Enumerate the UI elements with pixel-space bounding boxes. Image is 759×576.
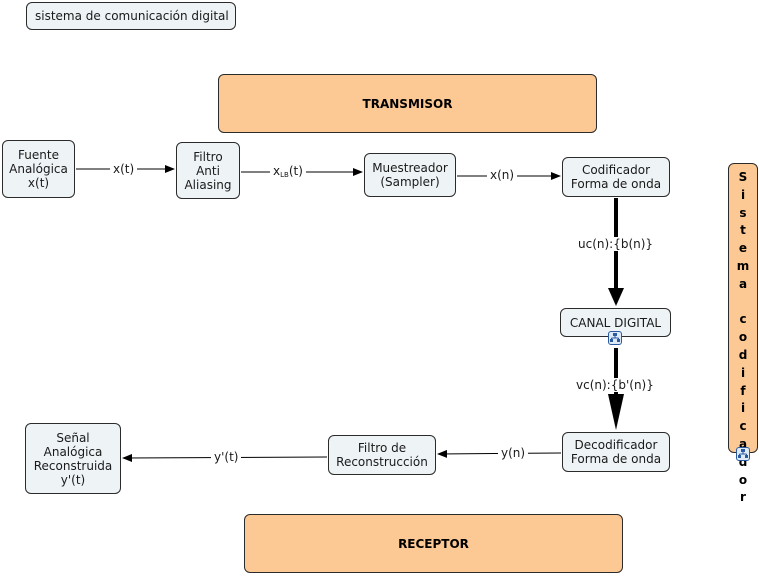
- node-waveform-decoder[interactable]: Decodificador Forma de onda: [562, 432, 670, 472]
- concept-map-icon[interactable]: [736, 447, 750, 461]
- side-band-char: o: [738, 330, 748, 345]
- side-band-char: t: [740, 223, 746, 238]
- edge-label-vcn: vc(n):{b'(n)}: [573, 378, 657, 392]
- side-band-char: i: [740, 187, 746, 202]
- edge-label-xlb-end: (t): [288, 164, 303, 178]
- node-analog-source[interactable]: Fuente Analógica x(t): [2, 140, 75, 198]
- side-band-char: e: [738, 241, 748, 256]
- side-band-char: f: [740, 383, 746, 398]
- edge-label-ucn: uc(n):{b(n)}: [575, 237, 657, 251]
- edge-label-ypt: y'(t): [211, 450, 242, 464]
- edge-label-xlb-sub: LB: [280, 171, 289, 179]
- concept-map-icon-glyph: [738, 449, 748, 458]
- edge-label-yn: y(n): [498, 446, 529, 460]
- edge-channel-to-decoder-head: [608, 394, 624, 430]
- node-waveform-encoder[interactable]: Codificador Forma de onda: [562, 157, 670, 197]
- side-band-char: c: [739, 419, 747, 434]
- edge-label-xt: x(t): [110, 162, 138, 176]
- side-band-char: a: [738, 437, 748, 451]
- side-band-char: r: [740, 490, 746, 505]
- side-band-char: i: [740, 401, 746, 416]
- node-reconstruction-filter[interactable]: Filtro de Reconstrucción: [328, 435, 436, 475]
- side-band-char: d: [738, 348, 748, 362]
- edge-label-xlb-main: x: [273, 164, 281, 178]
- side-band-char: s: [739, 205, 747, 220]
- side-band-char: d: [729, 455, 757, 469]
- diagram-title: sistema de comunicación digital: [26, 2, 236, 30]
- edge-label-xn: x(n): [487, 168, 518, 182]
- side-band-char: [729, 295, 757, 309]
- side-band-char: S: [738, 170, 748, 184]
- edge-encoder-to-channel-head: [608, 288, 624, 306]
- concept-map-icon-glyph: [610, 333, 620, 342]
- concept-map-icon[interactable]: [608, 331, 622, 345]
- node-anti-aliasing-filter[interactable]: Filtro Anti Aliasing: [176, 142, 240, 199]
- edge-label-xlb: xLB(t): [270, 164, 306, 182]
- side-band-char: i: [740, 365, 746, 380]
- side-band-char: m: [736, 259, 750, 273]
- transmitter-band: TRANSMISOR: [218, 74, 597, 133]
- node-sampler[interactable]: Muestreador (Sampler): [364, 153, 456, 197]
- side-band-char: c: [739, 312, 747, 327]
- node-reconstructed-signal[interactable]: Señal Analógica Reconstruida y'(t): [25, 423, 121, 494]
- side-band-char: o: [738, 472, 748, 487]
- receiver-band: RECEPTOR: [244, 514, 623, 573]
- side-band-char: a: [738, 276, 748, 291]
